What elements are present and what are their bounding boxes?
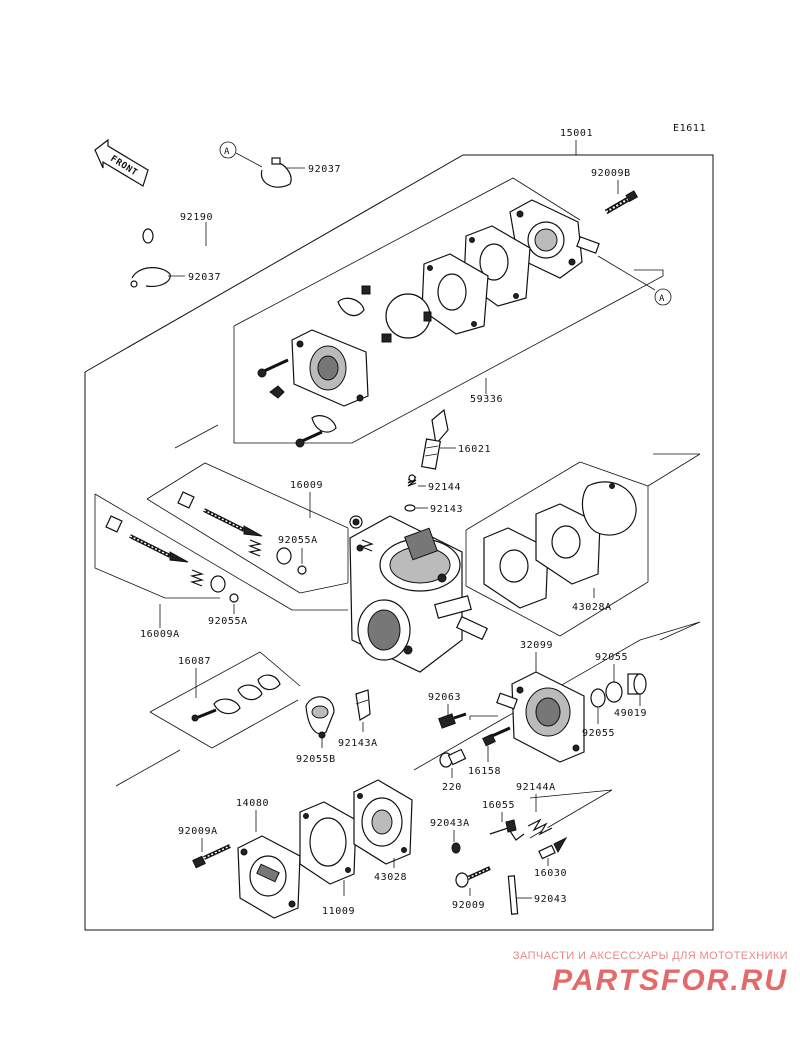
label-16055: 16055 <box>482 800 515 811</box>
screw-92009 <box>455 866 491 888</box>
label-92055b: 92055B <box>296 754 336 765</box>
screw-92009a <box>192 844 231 869</box>
fuel-fitting-16021 <box>420 408 449 470</box>
label-92009: 92009 <box>452 900 485 911</box>
pilot-screw-16009a <box>105 515 239 603</box>
o-ring-92055-right <box>590 688 606 708</box>
cover-92055b <box>305 696 335 739</box>
pump-body <box>291 329 392 407</box>
label-92009b: 92009B <box>591 168 631 179</box>
spring-92144a <box>527 818 553 836</box>
lever-16087 <box>191 674 281 722</box>
label-92143a: 92143A <box>338 738 378 749</box>
washer-92143 <box>404 504 416 512</box>
front-arrow-icon: FRONT <box>94 138 149 187</box>
label-92055a-upper: 92055A <box>278 535 318 546</box>
pump-screws <box>257 358 289 399</box>
label-49019: 49019 <box>614 708 647 719</box>
label-11009: 11009 <box>322 906 355 917</box>
diaphragm-43028a-c <box>581 481 637 536</box>
assembly-frame <box>84 140 714 931</box>
watermark-tagline: ЗАПЧАСТИ И АКСЕССУАРЫ ДЛЯ МОТОТЕХНИКИ <box>512 950 788 962</box>
gasket-11009 <box>299 801 357 885</box>
needle-16030 <box>538 836 568 860</box>
label-92144a: 92144A <box>516 782 556 793</box>
fuel-pump-group-frame <box>174 177 664 449</box>
callout-a-right: A <box>654 288 672 306</box>
label-16009: 16009 <box>290 480 323 491</box>
label-16087: 16087 <box>178 656 211 667</box>
label-16158: 16158 <box>468 766 501 777</box>
spring-92144 <box>407 474 417 487</box>
label-92144: 92144 <box>428 482 461 493</box>
carburetor-body <box>349 515 489 673</box>
svg-text:A: A <box>659 294 665 304</box>
diaphragm-43028 <box>353 779 413 865</box>
plate-92143a <box>355 689 371 721</box>
screw-92063 <box>438 712 467 729</box>
label-92043: 92043 <box>534 894 567 905</box>
cover-14080 <box>237 835 301 919</box>
pin-92043a <box>451 842 461 854</box>
housing-32099 <box>496 671 585 763</box>
group-16009a-frame <box>94 493 348 611</box>
group-16009-frame <box>146 462 349 594</box>
label-92043a: 92043A <box>430 818 470 829</box>
plug-220 <box>439 748 467 768</box>
pin-92043 <box>507 875 519 915</box>
label-92190: 92190 <box>180 212 213 223</box>
cap-49019 <box>605 673 647 703</box>
svg-text:A: A <box>224 147 230 157</box>
callout-a-top: A <box>219 141 237 159</box>
label-220: 220 <box>442 782 462 793</box>
label-43028a: 43028A <box>572 602 612 613</box>
label-92055-right: 92055 <box>595 652 628 663</box>
label-92009a: 92009A <box>178 826 218 837</box>
divider-line <box>115 749 181 787</box>
label-92037-bottom: 92037 <box>188 272 221 283</box>
group-16087-frame <box>149 651 301 749</box>
diagram-code: E1611 <box>673 123 706 134</box>
bolt-16158 <box>482 726 511 747</box>
label-32099: 32099 <box>520 640 553 651</box>
pump-lower-valve <box>295 415 337 448</box>
watermark-logo: PARTSFOR.RU <box>552 964 788 997</box>
label-16030: 16030 <box>534 868 567 879</box>
fuel-hose <box>142 186 314 251</box>
label-92055-lower: 92055 <box>582 728 615 739</box>
bolt-92009b <box>604 190 639 215</box>
gasket-43028a-a <box>483 527 549 609</box>
label-43028: 43028 <box>374 872 407 883</box>
label-59336: 59336 <box>470 394 503 405</box>
label-92037-top: 92037 <box>308 164 341 175</box>
label-16009a: 16009A <box>140 629 180 640</box>
label-92055a-lower: 92055A <box>208 616 248 627</box>
pump-diaphragm-2 <box>421 253 489 335</box>
pump-check-valve <box>337 285 371 317</box>
label-14080: 14080 <box>236 798 269 809</box>
label-15001: 15001 <box>560 128 593 139</box>
arm-16055 <box>489 819 525 841</box>
label-92063: 92063 <box>428 692 461 703</box>
label-16021: 16021 <box>458 444 491 455</box>
label-92143: 92143 <box>430 504 463 515</box>
group-43028a-frame <box>465 453 701 637</box>
gasket-43028a-b <box>535 503 601 585</box>
pilot-screw-16009 <box>177 491 307 575</box>
hose-clamp-upper <box>260 157 292 188</box>
pump-o-ring <box>385 293 432 339</box>
hose-clamp-lower <box>130 267 171 288</box>
